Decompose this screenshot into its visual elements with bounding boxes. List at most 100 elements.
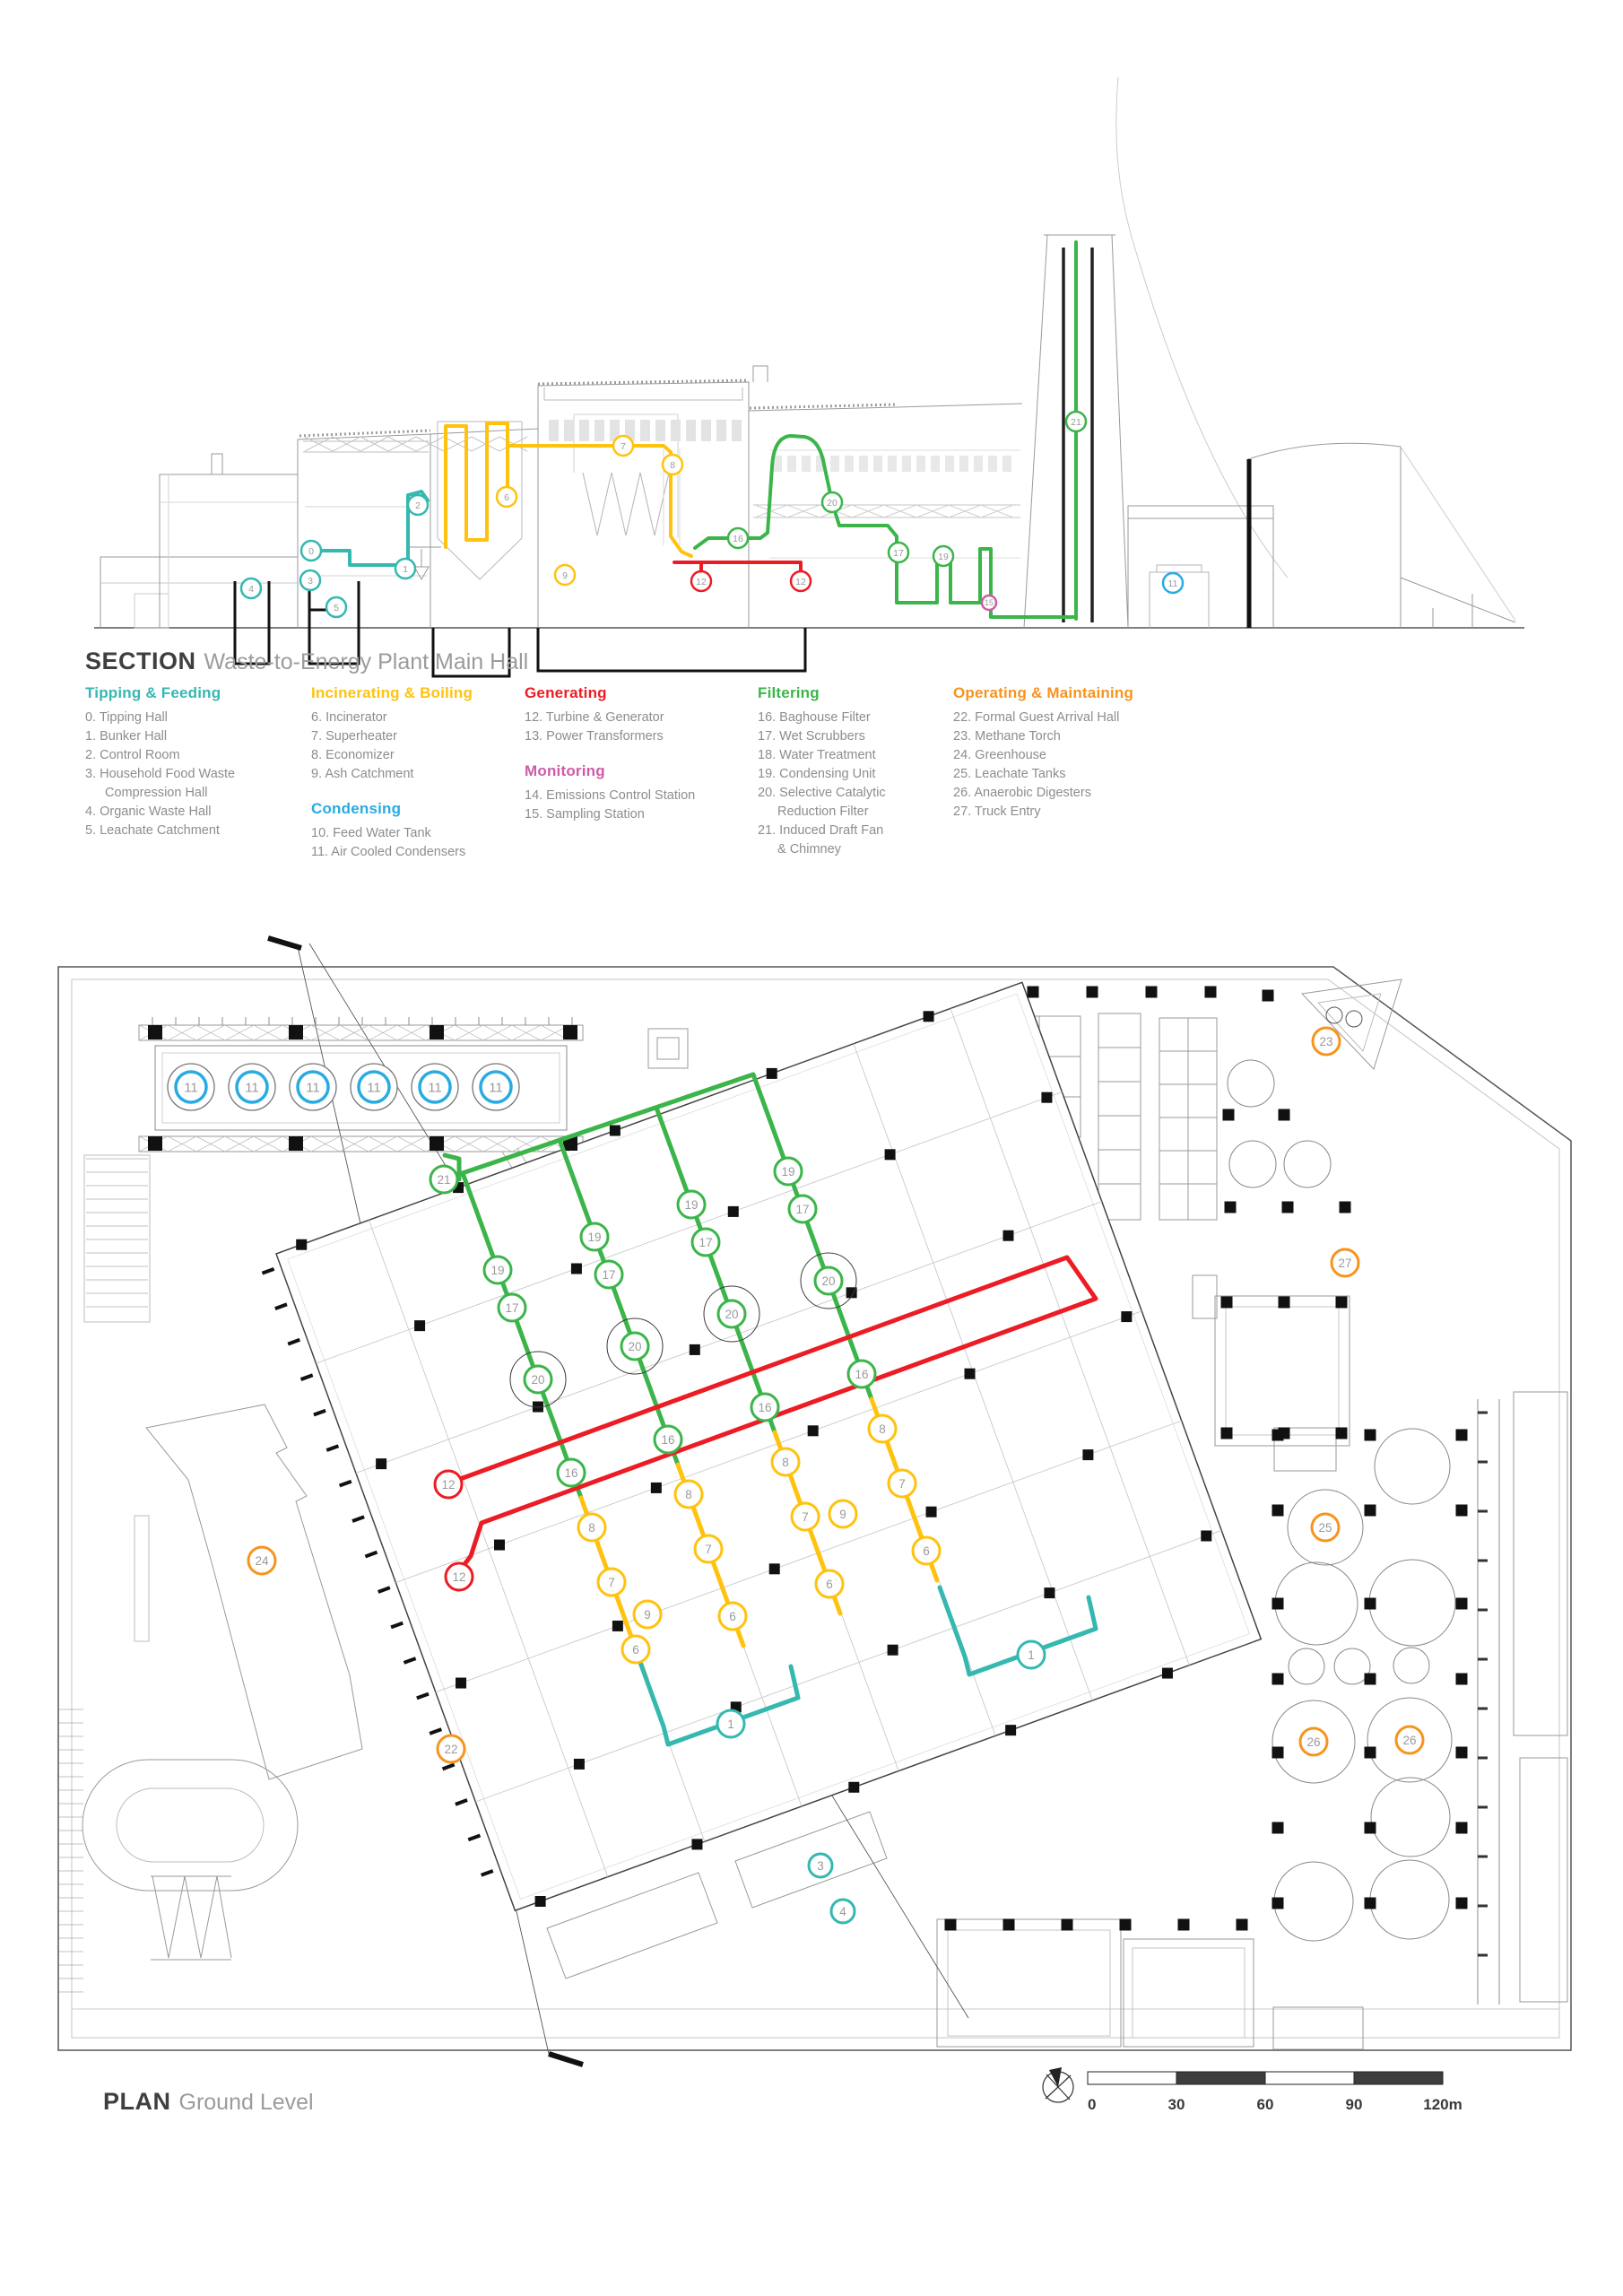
legend-item: 27. Truck Entry bbox=[953, 804, 1041, 819]
marker-25: 25 bbox=[1310, 1512, 1341, 1543]
legend-group-title: Generating bbox=[525, 684, 607, 701]
svg-text:7: 7 bbox=[608, 1576, 615, 1589]
route-teal bbox=[309, 549, 407, 567]
marker-27: 27 bbox=[1330, 1248, 1360, 1278]
marker-26: 26 bbox=[1298, 1726, 1329, 1757]
marker-11: 11 bbox=[1161, 571, 1185, 595]
marker-8: 8 bbox=[770, 1447, 801, 1477]
svg-text:8: 8 bbox=[879, 1422, 886, 1436]
marker-20: 20 bbox=[509, 1351, 567, 1408]
marker-8: 8 bbox=[661, 453, 684, 476]
marker-1: 1 bbox=[394, 557, 417, 580]
marker-9: 9 bbox=[632, 1599, 663, 1630]
svg-text:12: 12 bbox=[441, 1478, 455, 1492]
svg-text:16: 16 bbox=[564, 1466, 577, 1480]
svg-text:21: 21 bbox=[437, 1173, 450, 1187]
svg-text:6: 6 bbox=[632, 1643, 639, 1657]
svg-text:20: 20 bbox=[628, 1340, 641, 1353]
svg-text:25: 25 bbox=[1318, 1521, 1332, 1535]
route-yellow bbox=[444, 422, 509, 549]
route-green bbox=[693, 434, 1075, 619]
svg-text:19: 19 bbox=[781, 1165, 794, 1178]
svg-text:16: 16 bbox=[661, 1433, 674, 1447]
marker-5: 5 bbox=[325, 596, 348, 619]
legend-item: 18. Water Treatment bbox=[758, 748, 876, 762]
svg-text:1: 1 bbox=[403, 564, 408, 575]
marker-8: 8 bbox=[673, 1479, 704, 1509]
marker-11: 11 bbox=[289, 1063, 337, 1111]
svg-text:1: 1 bbox=[727, 1718, 734, 1731]
legend-group-title: Incinerating & Boiling bbox=[311, 684, 473, 701]
marker-16: 16 bbox=[556, 1457, 586, 1488]
svg-text:1: 1 bbox=[1028, 1648, 1035, 1662]
section-glass-building bbox=[1247, 442, 1402, 628]
route-green bbox=[751, 1072, 874, 1402]
svg-text:11: 11 bbox=[306, 1080, 320, 1095]
marker-19: 19 bbox=[579, 1222, 610, 1252]
marker-19: 19 bbox=[482, 1255, 513, 1285]
plan-title-bold: PLAN bbox=[103, 2088, 171, 2115]
scale-tick-label: 90 bbox=[1346, 2096, 1363, 2113]
svg-text:8: 8 bbox=[782, 1456, 789, 1469]
svg-text:20: 20 bbox=[821, 1274, 835, 1288]
svg-text:6: 6 bbox=[504, 492, 509, 503]
legend-item: 3. Household Food Waste bbox=[85, 767, 236, 781]
svg-text:5: 5 bbox=[334, 603, 339, 613]
marker-19: 19 bbox=[932, 544, 955, 568]
marker-22: 22 bbox=[436, 1734, 466, 1764]
route-red bbox=[450, 1255, 1098, 1574]
marker-9: 9 bbox=[828, 1499, 858, 1529]
legend-item: 15. Sampling Station bbox=[525, 807, 645, 822]
marker-11: 11 bbox=[411, 1063, 459, 1111]
legend-group-title: Filtering bbox=[758, 684, 820, 701]
legend-item: 21. Induced Draft Fan bbox=[758, 823, 884, 838]
marker-12: 12 bbox=[433, 1469, 464, 1500]
legend-item: 13. Power Transformers bbox=[525, 729, 664, 744]
scale-tick-label: 0 bbox=[1088, 2096, 1096, 2113]
svg-text:19: 19 bbox=[938, 552, 949, 562]
svg-text:26: 26 bbox=[1402, 1734, 1416, 1747]
marker-20: 20 bbox=[800, 1252, 857, 1309]
legend-item: 2. Control Room bbox=[85, 748, 180, 762]
legend-item: 10. Feed Water Tank bbox=[311, 826, 431, 840]
svg-text:7: 7 bbox=[621, 441, 626, 452]
marker-24: 24 bbox=[247, 1545, 277, 1576]
svg-text:19: 19 bbox=[490, 1264, 504, 1277]
marker-4: 4 bbox=[239, 577, 263, 600]
svg-text:11: 11 bbox=[367, 1080, 381, 1095]
svg-text:3: 3 bbox=[308, 576, 313, 587]
svg-text:17: 17 bbox=[893, 548, 904, 559]
svg-text:22: 22 bbox=[444, 1743, 457, 1756]
svg-text:20: 20 bbox=[725, 1308, 738, 1321]
legend-item: 0. Tipping Hall bbox=[85, 710, 168, 725]
marker-11: 11 bbox=[228, 1063, 276, 1111]
legend-item: Compression Hall bbox=[105, 786, 208, 800]
svg-text:7: 7 bbox=[802, 1510, 809, 1524]
legend-item: 4. Organic Waste Hall bbox=[85, 804, 212, 819]
scale-tick-label: 60 bbox=[1257, 2096, 1274, 2113]
marker-6: 6 bbox=[814, 1569, 845, 1599]
route-teal bbox=[937, 1585, 1098, 1677]
svg-text:9: 9 bbox=[839, 1508, 846, 1521]
marker-11: 11 bbox=[167, 1063, 215, 1111]
legend-group-title: Operating & Maintaining bbox=[953, 684, 1134, 701]
svg-text:11: 11 bbox=[489, 1080, 503, 1095]
marker-21: 21 bbox=[429, 1164, 459, 1195]
svg-text:6: 6 bbox=[729, 1610, 736, 1623]
marker-20: 20 bbox=[703, 1285, 760, 1343]
svg-text:8: 8 bbox=[588, 1521, 595, 1535]
svg-text:16: 16 bbox=[855, 1368, 868, 1381]
marker-16: 16 bbox=[726, 526, 750, 550]
marker-21: 21 bbox=[1064, 410, 1088, 433]
route-teal bbox=[636, 1655, 801, 1747]
marker-3: 3 bbox=[807, 1852, 834, 1879]
marker-8: 8 bbox=[577, 1512, 607, 1543]
section-basement-pits bbox=[233, 581, 807, 678]
